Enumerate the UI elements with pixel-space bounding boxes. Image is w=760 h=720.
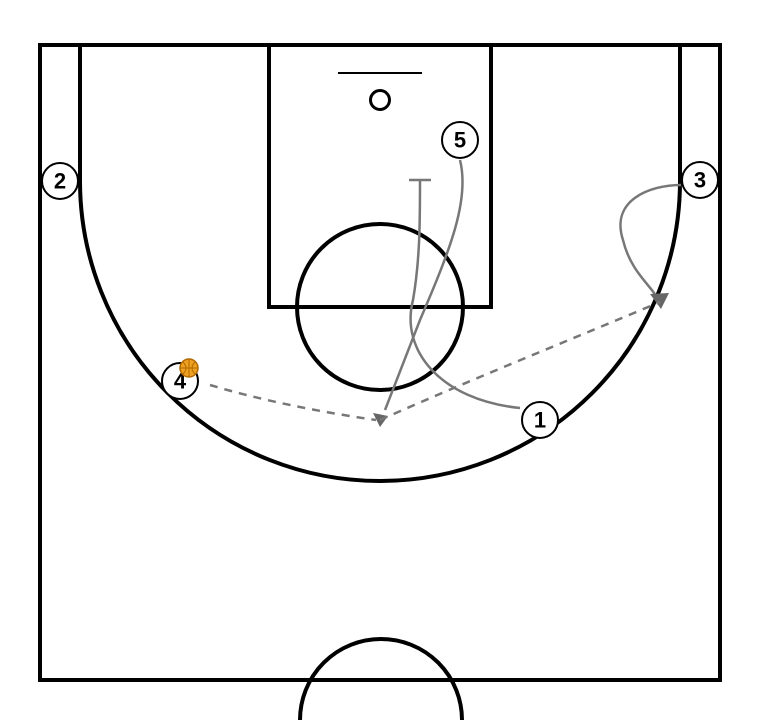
free-throw-circle: [295, 222, 465, 392]
basket-rim: [369, 89, 391, 111]
basketball-icon: [179, 358, 199, 378]
player-2-label: 2: [54, 169, 66, 194]
passes: [209, 300, 661, 422]
player-2[interactable]: 2: [41, 162, 79, 200]
cut-3: [619, 183, 682, 297]
player-movements: [373, 159, 682, 427]
court-lines: [38, 43, 722, 720]
pass-4-to-5: [209, 383, 377, 422]
key-lane: [267, 43, 493, 309]
player-5-label: 5: [454, 128, 466, 153]
cut-1: [409, 179, 521, 410]
player-1[interactable]: 1: [521, 401, 559, 439]
three-point-line: [78, 45, 682, 483]
pass-to-3: [379, 300, 661, 422]
player-3-label: 3: [694, 168, 706, 193]
player-5[interactable]: 5: [441, 121, 479, 159]
player-3[interactable]: 3: [681, 161, 719, 199]
cut-5: [383, 159, 464, 411]
player-1-label: 1: [534, 408, 546, 433]
center-circle: [298, 637, 464, 720]
